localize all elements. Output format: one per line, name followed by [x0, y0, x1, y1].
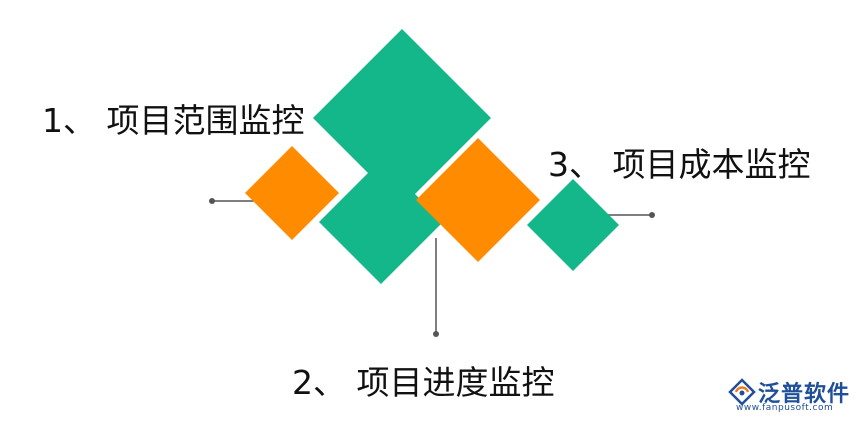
connector-dot-right — [649, 212, 655, 218]
diamond-green-right — [527, 179, 619, 271]
label-cost-monitoring: 3、 项目成本监控 — [548, 145, 811, 184]
label-schedule-monitoring: 2、 项目进度监控 — [292, 363, 555, 402]
diamond-orange-left — [245, 146, 339, 240]
connector-dot-bottom — [433, 331, 439, 337]
brand-mark-icon — [728, 378, 756, 406]
label-scope-monitoring: 1、 项目范围监控 — [42, 101, 305, 140]
diamond-orange-center — [416, 138, 540, 262]
brand-name: 泛普软件 — [758, 382, 851, 407]
diamond-green-center — [319, 160, 443, 284]
brand-url: www.fanpusoft.com — [736, 403, 834, 413]
connector-dot-left — [209, 198, 215, 204]
diamond-green-top — [313, 29, 491, 207]
brand-logo: 泛普软件 www.fanpusoft.com — [728, 376, 853, 416]
